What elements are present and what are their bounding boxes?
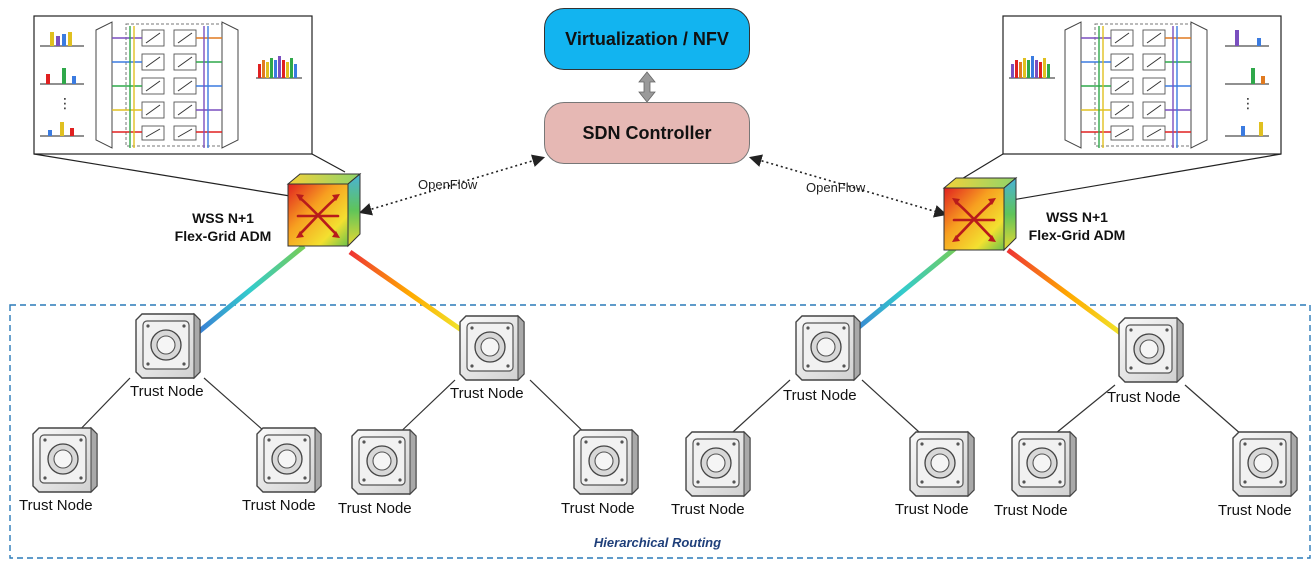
wss-label-right-line2: Flex-Grid ADM	[1028, 227, 1126, 243]
wss-label-left: WSS N+1 Flex-Grid ADM	[160, 209, 286, 245]
sdn-controller-block: SDN Controller	[544, 102, 750, 164]
hierarchical-routing-region	[9, 304, 1311, 559]
wss-label-left-line2: Flex-Grid ADM	[174, 228, 272, 244]
trust-node-label: Trust Node	[450, 385, 524, 402]
openflow-link-left	[358, 154, 546, 216]
trust-node-label: Trust Node	[1218, 502, 1292, 519]
wss-flex-grid-adm-left	[286, 172, 362, 248]
vertical-double-arrow	[638, 71, 656, 103]
trust-node-label: Trust Node	[671, 501, 745, 518]
wss-access-links	[194, 244, 1132, 343]
spectrum-input-n	[40, 122, 84, 137]
openflow-label-right: OpenFlow	[806, 180, 866, 195]
svg-text:⋮: ⋮	[58, 96, 72, 112]
virtualization-nfv-block: Virtualization / NFV	[544, 8, 750, 70]
tree-links	[71, 377, 1251, 443]
spectrum-output-1	[1225, 30, 1269, 47]
trust-node-label: Trust Node	[338, 500, 412, 517]
trust-node-label: Trust Node	[130, 383, 204, 400]
spectrum-output	[256, 56, 302, 79]
trust-node-label: Trust Node	[19, 497, 93, 514]
spectrum-output-2	[1225, 68, 1269, 85]
hierarchical-routing-label: Hierarchical Routing	[593, 535, 722, 550]
wss-label-right: WSS N+1 Flex-Grid ADM	[1014, 208, 1140, 244]
zoom-callout-right	[959, 153, 1282, 201]
trust-node-label: Trust Node	[242, 497, 316, 514]
wss-flex-grid-adm-right	[942, 176, 1018, 252]
wss-label-left-line1: WSS N+1	[192, 210, 254, 226]
trust-node-label: Trust Node	[994, 502, 1068, 519]
trust-node-label: Trust Node	[895, 501, 969, 518]
wss-schematic-left: ⋮	[33, 15, 313, 155]
openflow-link-right	[748, 154, 948, 218]
spectrum-input-2	[40, 68, 84, 85]
wss-schematic-right: ⋮	[1002, 15, 1282, 155]
spectrum-output-n	[1225, 122, 1269, 137]
trust-node-label: Trust Node	[783, 387, 857, 404]
trust-node-label: Trust Node	[1107, 389, 1181, 406]
trust-node-label: Trust Node	[561, 500, 635, 517]
wss-label-right-line1: WSS N+1	[1046, 209, 1108, 225]
svg-text:⋮: ⋮	[1241, 96, 1255, 112]
spectrum-input	[1009, 56, 1055, 79]
spectrum-input-1	[40, 32, 84, 47]
openflow-label-left: OpenFlow	[418, 177, 478, 192]
zoom-callout-left	[33, 153, 346, 197]
